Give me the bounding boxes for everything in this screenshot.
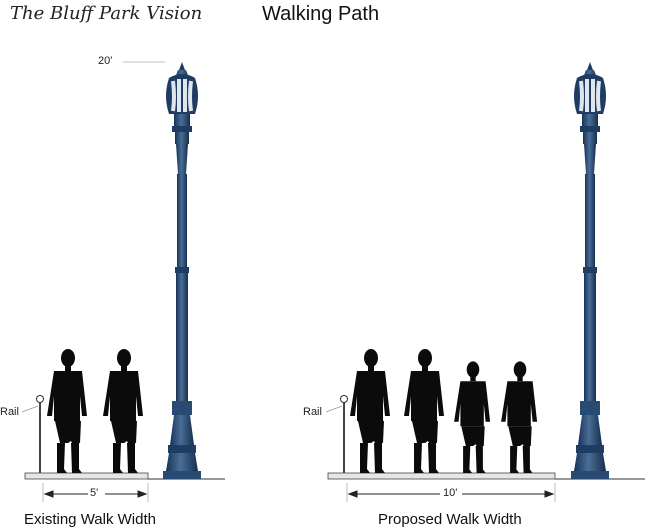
- person-silhouette: [103, 349, 143, 473]
- height-label: 20': [98, 55, 113, 67]
- proposed-walk-slab: [327, 472, 556, 480]
- page-title: Walking Path: [262, 3, 380, 25]
- person-silhouette: [454, 361, 491, 473]
- person-silhouette: [47, 349, 87, 473]
- proposed-scene: [325, 60, 645, 502]
- lamp-post: [161, 60, 203, 481]
- person-silhouette: [404, 349, 444, 473]
- rail-knob: [340, 395, 348, 403]
- brand-title: The Bluff Park Vision: [10, 3, 203, 24]
- width-label: 10': [443, 487, 458, 499]
- rail-label: Rail: [0, 406, 19, 418]
- rail-label: Rail: [303, 406, 322, 418]
- person-silhouette: [501, 361, 538, 473]
- width-label: 5': [90, 487, 99, 499]
- person-silhouette: [350, 349, 390, 473]
- existing-walk-slab: [24, 472, 149, 480]
- rail-knob: [36, 395, 44, 403]
- width-dimension: [42, 483, 149, 502]
- lamp-post: [569, 60, 611, 481]
- proposed-caption: Proposed Walk Width: [378, 511, 522, 528]
- width-dimension: [346, 483, 556, 502]
- existing-scene: [21, 60, 225, 502]
- existing-caption: Existing Walk Width: [24, 511, 156, 528]
